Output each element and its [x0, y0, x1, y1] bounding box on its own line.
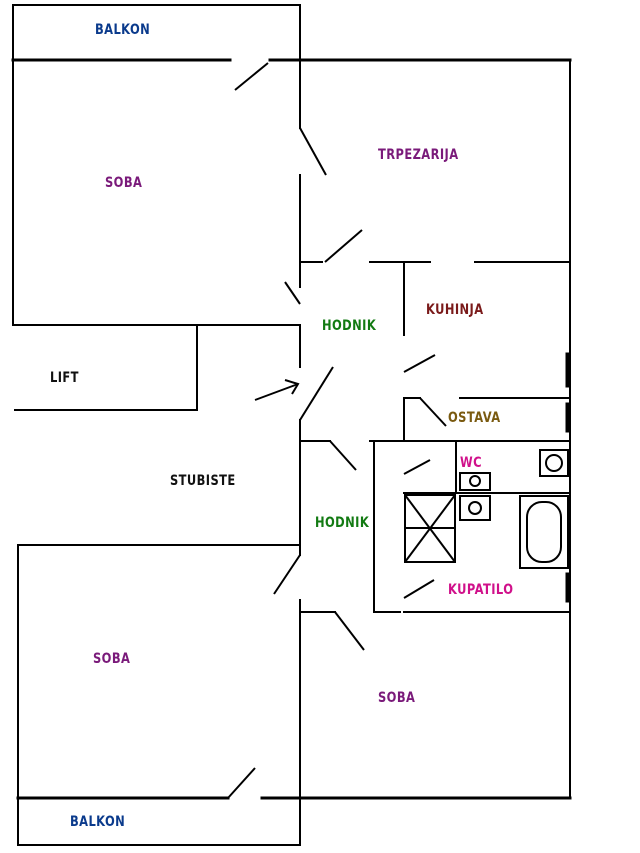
hodnik-bottom-label: HODNIK: [315, 515, 370, 531]
balkon-top-label: BALKON: [95, 22, 151, 38]
entrance-arrow: [254, 383, 299, 401]
balcony-bottom-outline: [17, 797, 301, 846]
hodnik-top-label: HODNIK: [322, 318, 377, 334]
lift-outline: [14, 324, 198, 411]
walls: [11, 4, 572, 846]
soba-bottom-right-label: SOBA: [378, 690, 416, 706]
kuhinja-label: KUHINJA: [426, 302, 484, 318]
room-soba-bottom-left: [17, 544, 301, 799]
balkon-bottom-label: BALKON: [70, 814, 126, 830]
balcony-top-outline: [12, 4, 301, 59]
lift-label: LIFT: [50, 370, 79, 386]
wc-label: WC: [460, 455, 482, 471]
fixtures: [404, 449, 569, 569]
door-swings: [227, 62, 447, 799]
soba-bottom-left-label: SOBA: [93, 651, 131, 667]
trpezarija-label: TRPEZARIJA: [378, 147, 459, 163]
ostava-label: OSTAVA: [448, 410, 501, 426]
kupatilo-label: KUPATILO: [448, 582, 514, 598]
shower-fixture: [404, 494, 456, 563]
soba-top-left-label: SOBA: [105, 175, 143, 191]
room-soba-top-left: [12, 57, 301, 326]
wc-toilet: [459, 472, 491, 521]
bathtub: [519, 495, 569, 569]
sink: [539, 449, 569, 477]
stubiste-label: STUBISTE: [170, 473, 236, 489]
